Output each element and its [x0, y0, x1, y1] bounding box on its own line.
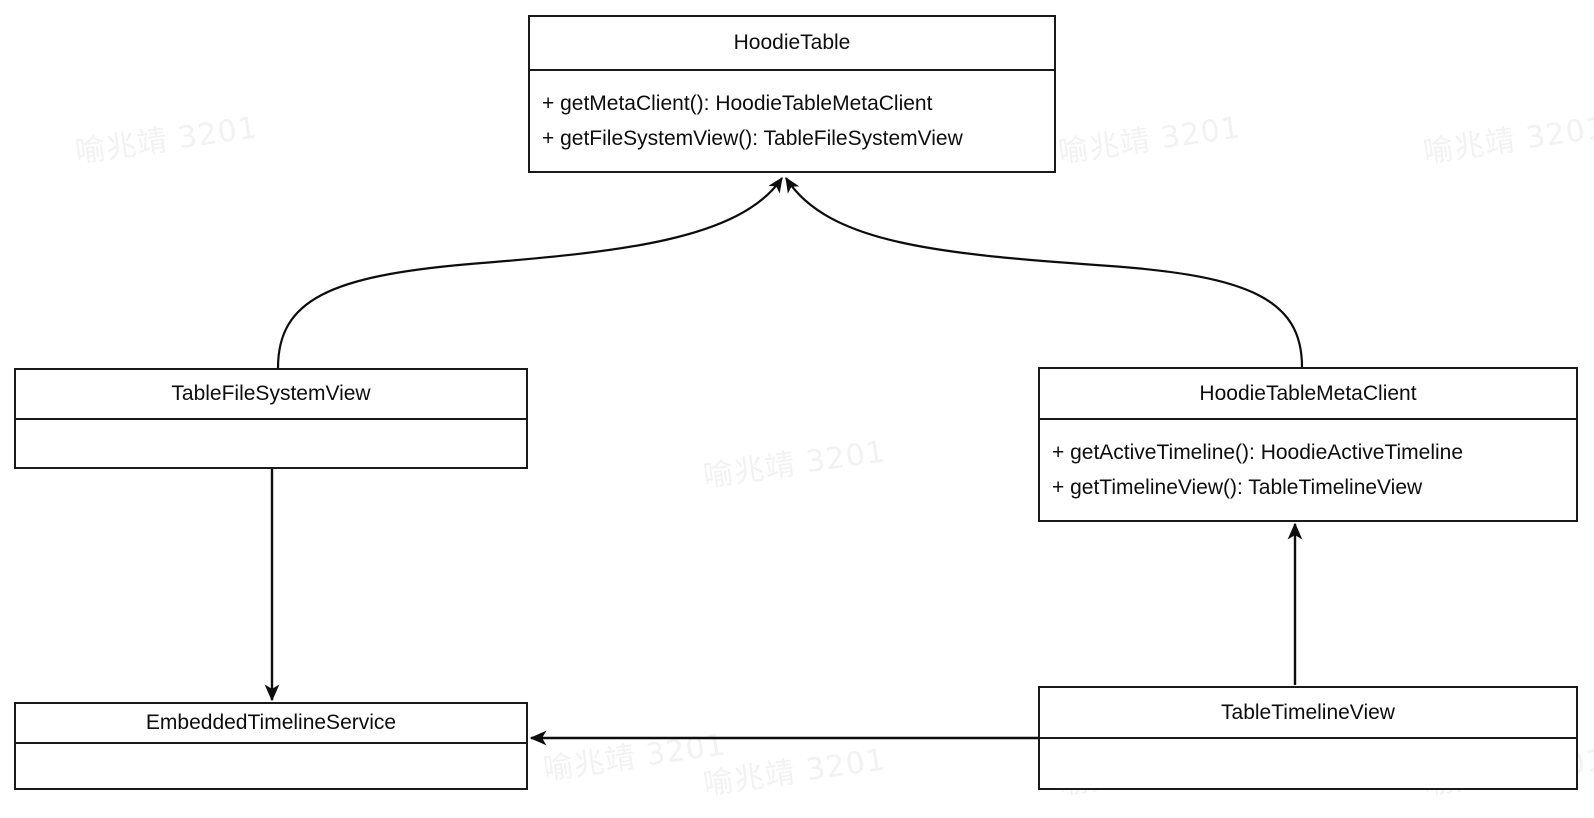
class-box-hoodie-table-meta-client[interactable]: HoodieTableMetaClient + getActiveTimelin…	[1038, 367, 1578, 522]
class-name-table-file-system-view: TableFileSystemView	[16, 370, 526, 420]
class-members-table-timeline-view	[1040, 739, 1576, 788]
edge-hoodietablemetaclient-to-hoodietable	[785, 176, 1304, 368]
class-member: + getTimelineView(): TableTimelineView	[1052, 476, 1423, 499]
class-box-table-timeline-view[interactable]: TableTimelineView	[1038, 686, 1578, 790]
class-members-hoodie-table-meta-client: + getActiveTimeline(): HoodieActiveTimel…	[1040, 420, 1576, 520]
class-members-table-file-system-view	[16, 420, 526, 467]
class-members-hoodie-table: + getMetaClient(): HoodieTableMetaClient…	[530, 71, 1054, 171]
class-name-hoodie-table: HoodieTable	[530, 17, 1054, 71]
class-member: + getActiveTimeline(): HoodieActiveTimel…	[1052, 441, 1464, 464]
class-name-table-timeline-view: TableTimelineView	[1040, 688, 1576, 739]
class-name-hoodie-table-meta-client: HoodieTableMetaClient	[1040, 369, 1576, 420]
class-members-embedded-timeline-service	[16, 744, 526, 788]
class-member: + getMetaClient(): HoodieTableMetaClient	[542, 92, 933, 115]
class-box-embedded-timeline-service[interactable]: EmbeddedTimelineService	[14, 702, 528, 790]
class-box-hoodie-table[interactable]: HoodieTable + getMetaClient(): HoodieTab…	[528, 15, 1056, 173]
edge-tablefilesystemview-to-hoodietable	[276, 176, 783, 369]
class-name-embedded-timeline-service: EmbeddedTimelineService	[16, 704, 526, 744]
class-member: + getFileSystemView(): TableFileSystemVi…	[542, 127, 963, 150]
class-box-table-file-system-view[interactable]: TableFileSystemView	[14, 368, 528, 469]
